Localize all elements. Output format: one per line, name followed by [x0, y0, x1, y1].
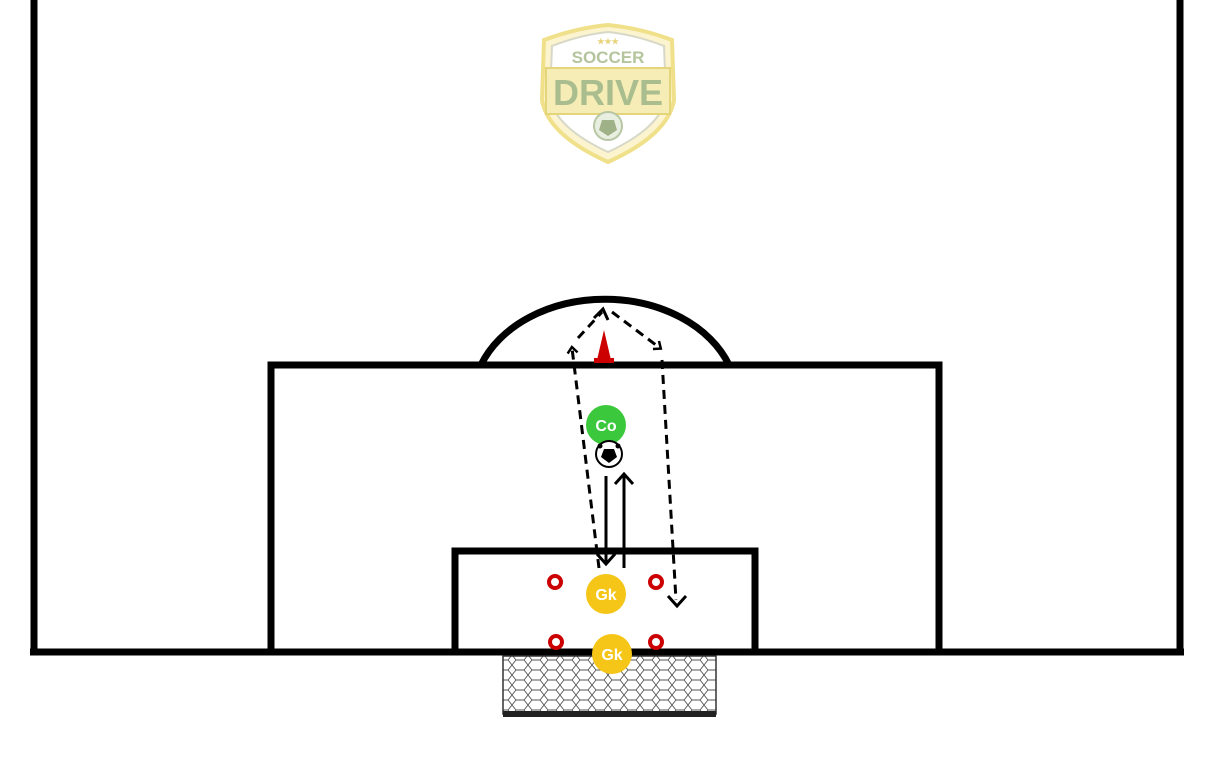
- penalty-box: [267, 361, 943, 652]
- pass-up-arrowhead: [613, 471, 635, 486]
- run-right-path: [660, 359, 678, 601]
- cone-icon: [594, 330, 614, 363]
- logo-line1: SOCCER: [572, 48, 645, 67]
- goalkeeper-waiting-label: Gk: [601, 647, 622, 664]
- dashed-run-paths: [566, 310, 678, 601]
- run-to-cone-path: [576, 310, 604, 340]
- goalkeeper-active-label: Gk: [595, 587, 616, 604]
- goalkeeper-active: Gk: [586, 574, 626, 614]
- penalty-arc: [477, 295, 733, 367]
- coach-player: Co: [586, 405, 626, 445]
- run-over-cone-path: [611, 310, 663, 351]
- soccer-drive-logo: ★★★ SOCCER DRIVE: [539, 22, 677, 165]
- pass-arrows: [595, 471, 635, 568]
- coach-label: Co: [595, 418, 617, 435]
- arrow-head-top: [592, 306, 610, 321]
- run-left-path: [566, 345, 601, 569]
- disc-marker-icon: [548, 634, 564, 650]
- disc-marker-icon: [648, 574, 664, 590]
- disc-markers: [547, 574, 664, 650]
- logo-stars: ★★★: [597, 37, 619, 46]
- logo-line2: DRIVE: [553, 72, 663, 113]
- pass-down-arrowhead: [595, 552, 617, 567]
- disc-marker-icon: [648, 634, 664, 650]
- disc-marker-icon: [547, 574, 563, 590]
- goalkeeper-waiting: Gk: [592, 634, 632, 674]
- soccer-ball-icon: [595, 440, 623, 468]
- arrow-head-right: [666, 594, 688, 609]
- goal-net-icon: [502, 655, 717, 717]
